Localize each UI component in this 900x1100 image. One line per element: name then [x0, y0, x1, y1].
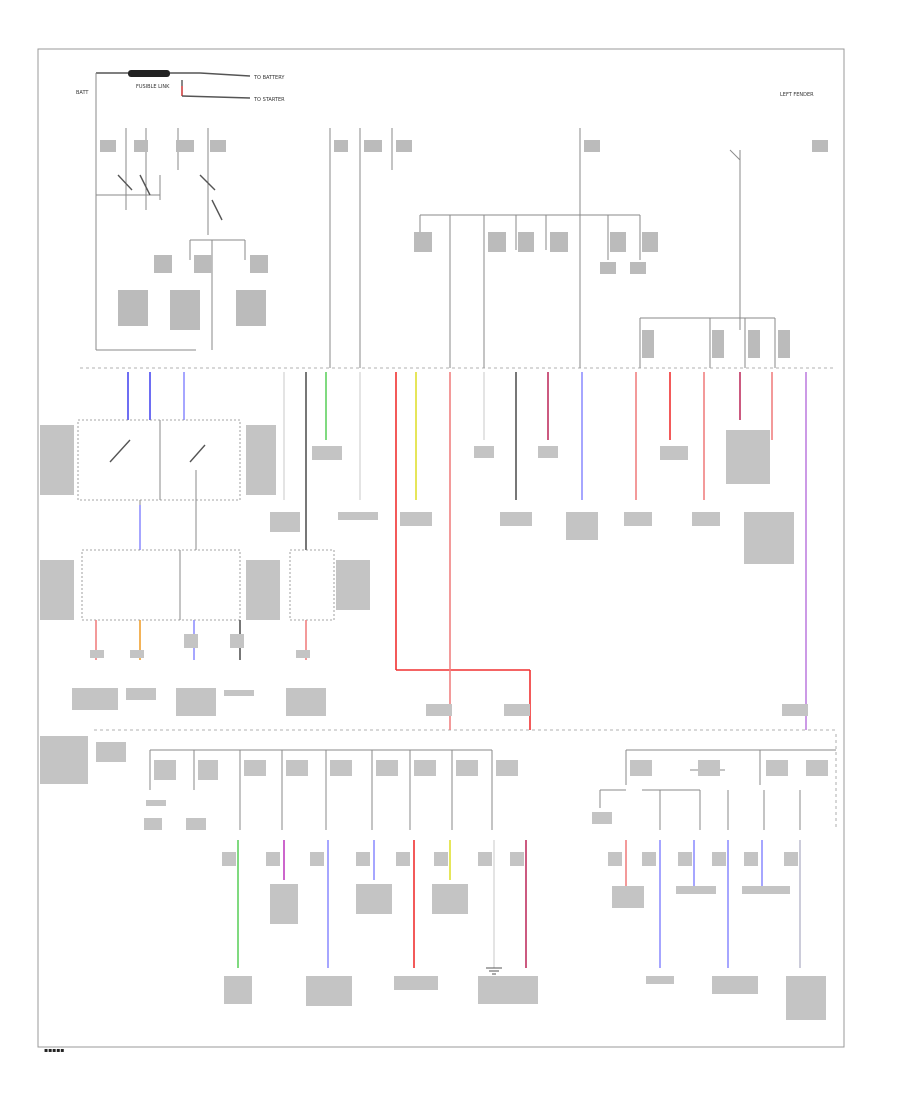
upper-relay-boxes — [77, 419, 335, 621]
relay-output-wires — [95, 620, 307, 660]
lower-buses — [149, 749, 836, 830]
fusible-link-group: BATT FUSIBLE LINK TO BATTERY TO STARTER … — [76, 70, 814, 103]
diagram-frame — [37, 48, 845, 1048]
lower-endpoint-labels — [40, 704, 828, 1020]
lower-wires — [237, 840, 801, 968]
ground-symbol — [486, 967, 502, 975]
battery-label: BATT — [76, 90, 89, 96]
to-starter-label: TO STARTER — [253, 97, 285, 103]
bottom-tag: ▪▪▪▪▪ — [44, 1047, 64, 1054]
fusible-link — [128, 70, 170, 77]
upper-endpoint-labels — [40, 425, 794, 716]
upper-buses — [329, 128, 776, 368]
upper-wires — [127, 372, 807, 730]
label-stubs-top — [100, 140, 828, 358]
top-switches — [117, 174, 223, 221]
fusible-link-label: FUSIBLE LINK — [136, 84, 170, 90]
to-battery-label: TO BATTERY — [253, 75, 285, 81]
header-note: LEFT FENDER — [780, 92, 814, 98]
